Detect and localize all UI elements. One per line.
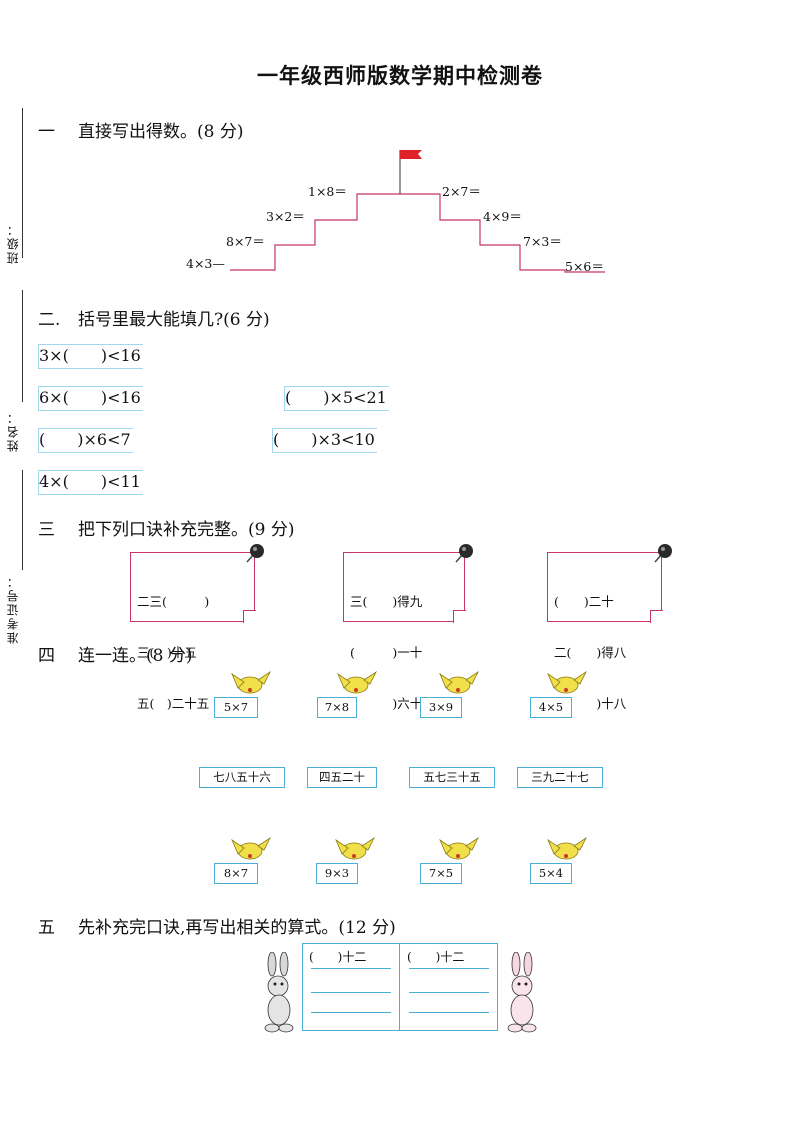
answer-line[interactable] [311, 992, 391, 993]
section-2-heading: 二. 括号里最大能填几?(6 分) [38, 305, 270, 330]
header-divider [409, 968, 489, 969]
section-4-heading: 四 连一连。(8 分) [38, 641, 192, 666]
bird-icon [547, 836, 588, 860]
section-text: 连一连。(8 分) [78, 646, 193, 666]
note-line: 五( )二十五 [137, 696, 210, 711]
answer-table: ( )十二 ( )十二 [302, 943, 498, 1031]
rhyme-card[interactable]: 三九二十七 [517, 767, 603, 788]
stair-problem: 1×8＝ [308, 184, 347, 199]
table-header: ( )十二 [309, 950, 367, 964]
inequality: ( )×5<21 [284, 386, 389, 411]
section-text: 先补充完口诀,再写出相关的算式。(12 分) [78, 918, 396, 938]
bottom-card[interactable]: 5×4 [530, 863, 572, 884]
rhyme-note: ( )二十 二( )得八 三( )十八 [547, 552, 663, 711]
note-line: ( )一十 [350, 645, 423, 660]
top-card[interactable]: 4×5 [530, 697, 572, 718]
rhyme-card[interactable]: 四五二十 [307, 767, 377, 788]
stair-problem: 5×6＝ [565, 259, 604, 274]
stairs-diagram [230, 150, 605, 273]
pushpin-icon [654, 544, 672, 563]
stair-problem: 8×7＝ [226, 234, 265, 249]
answer-line[interactable] [311, 1012, 391, 1013]
stair-problem: 3×2＝ [266, 209, 305, 224]
section-text: 把下列口诀补充完整。(9 分) [78, 520, 295, 540]
bird-icon [547, 670, 588, 694]
id-label: 准考证号： [6, 574, 20, 644]
page-title: 一年级西师版数学期中检测卷 [257, 64, 543, 88]
rhyme-note: 二三( ) 三( )十五 五( )二十五 [130, 552, 256, 711]
inequality: 6×( )<16 [38, 386, 143, 411]
section-3-heading: 三 把下列口诀补充完整。(9 分) [38, 515, 294, 540]
bird-icon [231, 670, 272, 694]
note-line: ( )二十 [554, 594, 614, 609]
rabbit-icon [264, 952, 294, 1033]
bottom-card[interactable]: 7×5 [420, 863, 462, 884]
pushpin-icon [455, 544, 473, 563]
stair-problem: 4×9＝ [483, 209, 522, 224]
top-card[interactable]: 3×9 [420, 697, 462, 718]
inequality: 3×( )<16 [38, 344, 143, 369]
folded-corner [453, 610, 466, 623]
section-text: 直接写出得数。(8 分) [78, 122, 244, 142]
stairs-outline [230, 193, 605, 273]
section-number: 一 [38, 122, 55, 142]
section-1-heading: 一 直接写出得数。(8 分) [38, 117, 243, 142]
section-text: 括号里最大能填几?(6 分) [78, 310, 270, 330]
inequality: 4×( )<11 [38, 470, 143, 495]
bird-icon [439, 670, 480, 694]
section-number: 四 [38, 646, 55, 666]
rhyme-note: 三( )得九 ( )一十 ( )六十八 [343, 552, 466, 711]
note-line: 二三( ) [137, 594, 210, 609]
rhyme-card[interactable]: 七八五十六 [199, 767, 285, 788]
folded-corner [650, 610, 663, 623]
flag-icon [400, 150, 422, 159]
answer-line[interactable] [409, 992, 489, 993]
section-number: 五 [38, 918, 55, 938]
margin-divider [22, 108, 23, 258]
bird-icon [231, 836, 272, 860]
stair-problem: 2×7＝ [442, 184, 481, 199]
bottom-card[interactable]: 8×7 [214, 863, 258, 884]
section-number: 二. [38, 310, 61, 330]
answer-line[interactable] [409, 1012, 489, 1013]
inequality: ( )×6<7 [38, 428, 133, 453]
pushpin-icon [246, 544, 264, 563]
answer-column-left: ( )十二 [303, 944, 400, 1030]
stair-problem: 7×3＝ [523, 234, 562, 249]
rabbit-icon [507, 952, 537, 1033]
section-5-heading: 五 先补充完口诀,再写出相关的算式。(12 分) [38, 913, 396, 938]
rhyme-card[interactable]: 五七三十五 [409, 767, 495, 788]
header-divider [311, 968, 391, 969]
bird-icon [335, 836, 376, 860]
answer-column-right: ( )十二 [401, 944, 497, 1030]
note-line: 二( )得八 [554, 645, 627, 660]
bird-icon [337, 670, 378, 694]
table-header: ( )十二 [407, 950, 465, 964]
bottom-card[interactable]: 9×3 [316, 863, 358, 884]
stair-problem: 4×3— [186, 256, 225, 271]
note-line: 三( )得九 [350, 594, 423, 609]
note-line: 三( )十五 [137, 645, 197, 660]
inequality: ( )×3<10 [272, 428, 377, 453]
top-card[interactable]: 7×8 [317, 697, 357, 718]
folded-corner [243, 610, 256, 623]
margin-divider [22, 290, 23, 402]
margin-divider [22, 470, 23, 570]
bird-icon [439, 836, 480, 860]
section-number: 三 [38, 520, 55, 540]
top-card[interactable]: 5×7 [214, 697, 258, 718]
name-label: 姓名： [6, 410, 20, 452]
